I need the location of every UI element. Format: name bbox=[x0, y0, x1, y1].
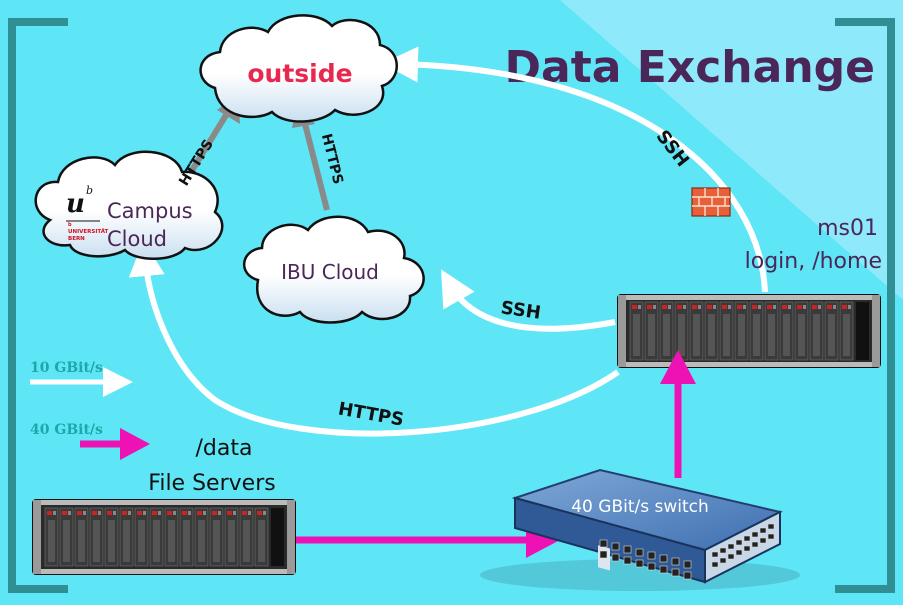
firewall-icon bbox=[691, 187, 731, 217]
page-title: Data Exchange bbox=[505, 42, 875, 93]
logo-letter: u bbox=[66, 189, 85, 219]
data-label-line2: File Servers bbox=[148, 471, 275, 496]
legend-40g-arrow bbox=[80, 428, 150, 460]
data-label-line1: /data bbox=[196, 436, 253, 461]
arc-ms01-to-outside bbox=[382, 46, 768, 293]
campus-label-line1: Campus bbox=[107, 199, 193, 223]
arc-ms01-to-campus bbox=[128, 240, 620, 437]
ms01-server bbox=[617, 294, 881, 368]
legend: 10 GBit/s 40 GBit/s bbox=[30, 360, 150, 460]
ibu-cloud: IBU Cloud bbox=[242, 215, 425, 324]
ms01-role: login, /home bbox=[745, 249, 882, 274]
arrow-switch-to-ms01 bbox=[660, 350, 696, 478]
campus-label-line2: Cloud bbox=[107, 227, 167, 251]
ms01-name: ms01 bbox=[817, 216, 878, 241]
data-file-servers bbox=[32, 499, 296, 575]
outside-cloud: outside bbox=[199, 14, 398, 123]
logo-line1: b bbox=[68, 222, 72, 228]
arc-ms01-to-ibu bbox=[441, 269, 616, 332]
ibu-label: IBU Cloud bbox=[281, 260, 379, 284]
label-ms01-campus: HTTPS bbox=[337, 398, 406, 430]
frame-brackets bbox=[8, 18, 895, 593]
university-logo: u b b UNIVERSITÄT BERN bbox=[66, 184, 109, 242]
legend-40g-label: 40 GBit/s bbox=[30, 422, 103, 438]
legend-10g-label: 10 GBit/s bbox=[30, 360, 103, 376]
network-switch: 40 GBit/s switch bbox=[480, 468, 800, 591]
logo-line3: BERN bbox=[68, 236, 85, 242]
logo-superscript: b bbox=[86, 184, 93, 197]
background-highlight bbox=[560, 0, 903, 300]
outside-label: outside bbox=[247, 59, 352, 88]
label-ms01-ibu: SSH bbox=[499, 297, 542, 323]
label-ibu-outside: HTTPS bbox=[318, 132, 346, 186]
logo-line2: UNIVERSITÄT bbox=[68, 228, 109, 235]
switch-label: 40 GBit/s switch bbox=[571, 497, 709, 517]
campus-cloud: Campus Cloud bbox=[34, 150, 224, 260]
